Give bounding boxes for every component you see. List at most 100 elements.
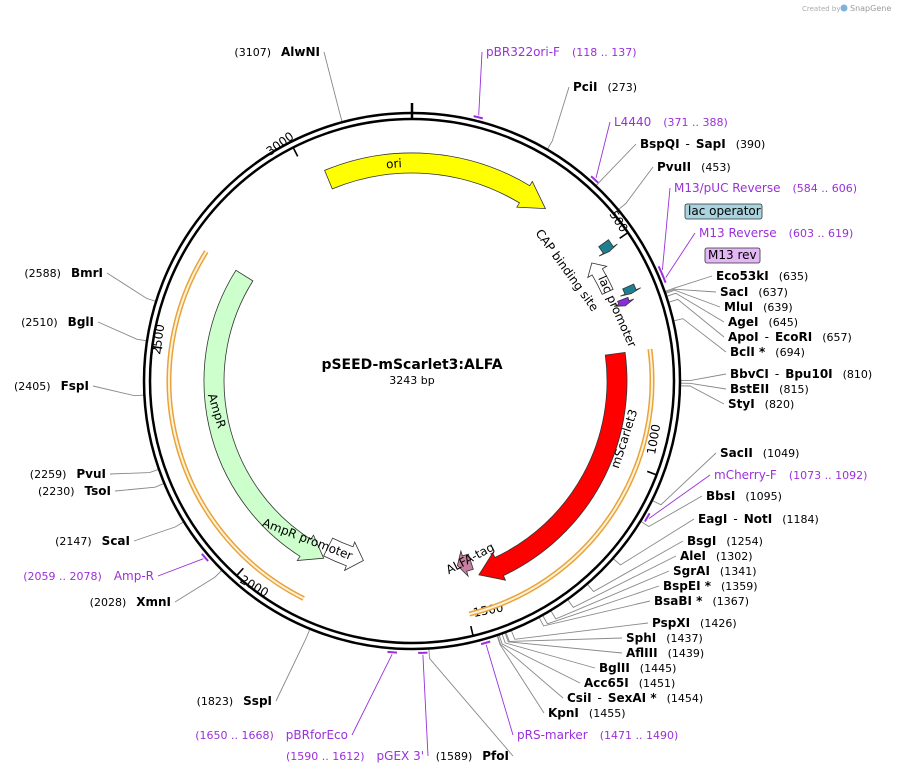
feature-cap-binding-site[interactable] bbox=[598, 239, 618, 257]
primer-mcherry-f-marker bbox=[644, 512, 651, 523]
primer-l4440-marker bbox=[590, 175, 599, 184]
enzyme-site-acc65i[interactable]: Acc65I(1451) bbox=[584, 676, 675, 690]
enzyme-site-apoi[interactable]: ApoI-EcoRI(657) bbox=[728, 330, 852, 344]
primer-pgex-3[interactable]: (1590 .. 1612)pGEX 3' bbox=[286, 749, 424, 763]
enzyme-site-fspi-leader bbox=[92, 385, 145, 397]
enzyme-site-agei[interactable]: AgeI(645) bbox=[728, 315, 798, 329]
tick-mark-500 bbox=[619, 231, 629, 239]
enzyme-site-kpni[interactable]: KpnI(1455) bbox=[548, 706, 625, 720]
enzyme-site-eco53ki[interactable]: Eco53kI(635) bbox=[716, 269, 808, 283]
enzyme-site-alwni[interactable]: (3107)AlwNI bbox=[234, 45, 320, 59]
tick-mark-3000 bbox=[292, 147, 299, 157]
enzyme-site-bbvci-leader bbox=[680, 373, 727, 382]
primer-prs-marker-marker bbox=[480, 640, 491, 646]
enzyme-site-saci-leader bbox=[664, 288, 717, 293]
feature-ampr[interactable] bbox=[203, 269, 325, 561]
enzyme-site-apoi-leader bbox=[668, 298, 725, 338]
primer-l4440-leader bbox=[595, 121, 611, 179]
svg-text:M13 rev: M13 rev bbox=[708, 248, 757, 262]
feature-alfa-tag[interactable] bbox=[456, 549, 474, 578]
primer-mcherry-f[interactable]: mCherry-F(1073 .. 1092) bbox=[714, 468, 867, 482]
enzyme-site-sgrai-leader bbox=[550, 570, 670, 620]
enzyme-site-mlui-leader bbox=[665, 289, 721, 308]
enzyme-site-sspi[interactable]: (1823)SspI bbox=[197, 694, 272, 708]
enzyme-site-scai[interactable]: (2147)ScaI bbox=[55, 534, 130, 548]
primer-pbrforeco-leader bbox=[351, 654, 393, 736]
primer-m13-puc-reverse[interactable]: M13/pUC Reverse(584 .. 606) bbox=[674, 181, 857, 195]
primer-amp-r[interactable]: (2059 .. 2078)Amp-R bbox=[23, 569, 154, 583]
enzyme-site-bspei[interactable]: BspEI *(1359) bbox=[663, 579, 758, 593]
enzyme-site-pcii-leader bbox=[546, 86, 570, 150]
primer-pbr322ori-f[interactable]: pBR322ori-F(118 .. 137) bbox=[486, 45, 637, 59]
app-name: SnapGene bbox=[850, 4, 891, 13]
enzyme-site-pspxi[interactable]: PspXI(1426) bbox=[652, 616, 737, 630]
enzyme-site-bglii[interactable]: BglII(1445) bbox=[599, 661, 676, 675]
enzyme-site-pspxi-leader bbox=[510, 622, 649, 640]
enzyme-site-bspqi[interactable]: BspQI-SapI(390) bbox=[640, 137, 765, 151]
enzyme-site-styi[interactable]: StyI(820) bbox=[728, 397, 794, 411]
enzyme-site-pvuii[interactable]: PvuII(453) bbox=[657, 160, 731, 174]
enzyme-site-pfoi-leader bbox=[428, 648, 514, 757]
enzyme-site-eagi[interactable]: EagI-NotI(1184) bbox=[698, 512, 819, 526]
snapgene-logo-icon bbox=[840, 4, 848, 12]
primer-prs-marker-leader bbox=[485, 644, 514, 736]
enzyme-site-fspi[interactable]: (2405)FspI bbox=[14, 379, 89, 393]
enzyme-site-bbvci[interactable]: BbvCI-Bpu10I(810) bbox=[730, 367, 872, 381]
enzyme-site-bcli[interactable]: BclI *(694) bbox=[730, 345, 805, 359]
primer-l4440[interactable]: L4440(371 .. 388) bbox=[614, 115, 728, 129]
m13-rev-label: M13 rev bbox=[704, 247, 761, 264]
enzyme-site-agei-leader bbox=[666, 292, 725, 323]
enzyme-site-mlui[interactable]: MluI(639) bbox=[724, 300, 793, 314]
enzyme-site-csii[interactable]: CsiI-SexAI *(1454) bbox=[567, 691, 703, 705]
feature-ampr-promoter[interactable] bbox=[323, 537, 364, 572]
enzyme-site-acc65i-leader bbox=[498, 634, 581, 684]
primer-pbrforeco[interactable]: (1650 .. 1668)pBRforEco bbox=[195, 728, 348, 742]
enzyme-site-sphi[interactable]: SphI(1437) bbox=[626, 631, 703, 645]
enzyme-site-bspqi-leader bbox=[595, 143, 637, 187]
enzyme-site-alei[interactable]: AleI(1302) bbox=[680, 549, 753, 563]
feature-lac-operator[interactable] bbox=[620, 283, 641, 297]
enzyme-site-bmri[interactable]: (2588)BmrI bbox=[24, 266, 103, 280]
enzyme-site-bsteii[interactable]: BstEII(815) bbox=[730, 382, 809, 396]
enzyme-site-afliii[interactable]: AflIII(1439) bbox=[626, 646, 704, 660]
lac-operator-label: lac operator bbox=[684, 203, 763, 220]
enzyme-site-pfoi[interactable]: (1589)PfoI bbox=[436, 749, 509, 763]
primer-m13-reverse-leader bbox=[665, 232, 696, 278]
enzyme-site-bspei-leader bbox=[542, 585, 660, 625]
feature-lac-promoter[interactable] bbox=[587, 262, 614, 295]
feature-mscarlet3[interactable] bbox=[478, 351, 628, 581]
primer-m13-reverse-marker bbox=[661, 273, 667, 284]
tick-mark-1500 bbox=[469, 625, 474, 636]
enzyme-site-bsgi-leader bbox=[586, 540, 684, 593]
enzyme-site-pvui[interactable]: (2259)PvuI bbox=[30, 467, 106, 481]
enzyme-site-bsabi[interactable]: BsaBI *(1367) bbox=[654, 594, 749, 608]
enzyme-site-bmri-leader bbox=[106, 272, 157, 302]
enzyme-site-pcii[interactable]: PciI(273) bbox=[573, 80, 637, 94]
primer-prs-marker[interactable]: pRS-marker(1471 .. 1490) bbox=[517, 728, 678, 742]
enzyme-site-sphi-leader bbox=[505, 631, 623, 642]
orf-guide-ampr-inner bbox=[168, 251, 305, 600]
feature-label-ori: ori bbox=[385, 156, 402, 171]
enzyme-site-bbsi-leader bbox=[640, 495, 703, 528]
primer-pbrforeco-marker bbox=[387, 650, 398, 654]
enzyme-site-bsabi-leader bbox=[538, 600, 651, 627]
enzyme-site-afliii-leader bbox=[504, 632, 623, 654]
enzyme-site-bsgi[interactable]: BsgI(1254) bbox=[687, 534, 763, 548]
enzyme-site-saci[interactable]: SacI(637) bbox=[720, 285, 788, 299]
enzyme-site-alei-leader bbox=[567, 555, 677, 608]
feature-m13-rev[interactable] bbox=[613, 296, 635, 307]
enzyme-site-tsoi[interactable]: (2230)TsoI bbox=[38, 484, 111, 498]
enzyme-site-styi-leader bbox=[679, 385, 725, 405]
enzyme-site-sacii[interactable]: SacII(1049) bbox=[720, 446, 799, 460]
svg-text:lac operator: lac operator bbox=[688, 204, 761, 218]
enzyme-site-bgli[interactable]: (2510)BglI bbox=[21, 315, 94, 329]
primer-amp-r-leader bbox=[157, 558, 204, 577]
enzyme-site-bbsi[interactable]: BbsI(1095) bbox=[706, 489, 782, 503]
enzyme-site-sgrai[interactable]: SgrAI(1341) bbox=[673, 564, 756, 578]
enzyme-site-xmni[interactable]: (2028)XmnI bbox=[90, 595, 171, 609]
feature-ori[interactable] bbox=[324, 152, 547, 210]
tick-mark-2000 bbox=[236, 567, 244, 577]
primer-m13-reverse[interactable]: M13 Reverse(603 .. 619) bbox=[699, 226, 853, 240]
